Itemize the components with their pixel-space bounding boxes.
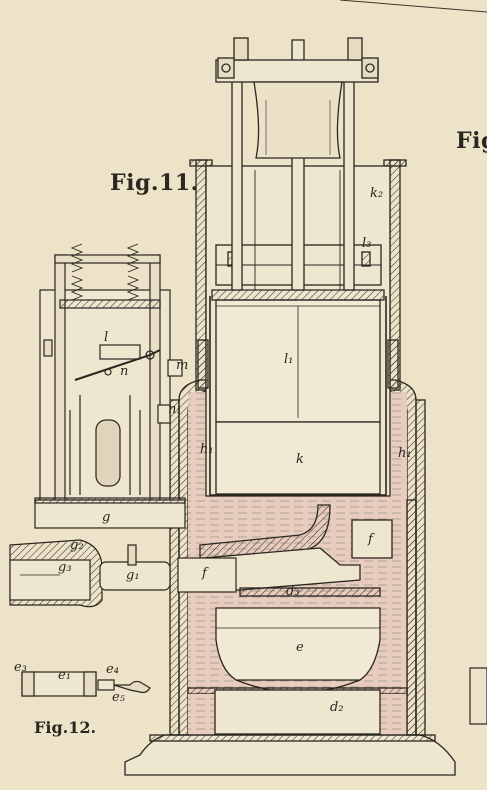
label-e1: e₁ [58, 668, 71, 683]
nut-right-top [347, 37, 363, 61]
partition-d3 [239, 587, 381, 597]
cylinder-top-rim-left [189, 159, 213, 167]
figure-11-caption: Fig.11. [110, 170, 199, 196]
fig12-handle [113, 680, 151, 694]
label-d3: d₃ [286, 584, 300, 599]
label-g3: g₃ [58, 560, 72, 575]
label-k2: k₂ [370, 186, 384, 201]
nut-left-top [233, 37, 249, 61]
label-h1-left: h₁ [200, 442, 214, 457]
crosshead [215, 59, 379, 83]
rod-left [231, 69, 243, 291]
piston-lower [215, 421, 381, 495]
figure-12-caption: Fig.12. [34, 718, 97, 737]
side-rod [43, 339, 53, 357]
label-d2: d₂ [330, 700, 344, 715]
label-m: m [176, 358, 189, 373]
label-e4: e₄ [106, 662, 119, 677]
label-g2: g₂ [70, 538, 84, 553]
right-partial-drawing [469, 667, 487, 725]
cylinder-top-rim-right [383, 159, 407, 167]
crosshead-yoke [253, 81, 343, 159]
fig12-valve [21, 671, 151, 697]
label-e5: e₅ [112, 690, 125, 705]
spring-right [126, 243, 140, 301]
label-f-right: f [368, 532, 373, 547]
valve-gear [9, 243, 237, 608]
spring-left [70, 243, 84, 301]
label-l: l [104, 330, 109, 345]
label-f-left: f [202, 566, 207, 581]
rod-right [343, 69, 355, 291]
casing-wall-right [415, 399, 426, 736]
label-n: n [120, 364, 129, 379]
port-box-right [351, 519, 393, 559]
valve-frame-left-post [54, 254, 66, 506]
flange-right [387, 339, 399, 389]
port-block-f-left [177, 557, 237, 593]
label-g: g [102, 510, 111, 525]
label-l1: l₁ [284, 352, 294, 367]
main-engine [124, 37, 456, 776]
lever-n [74, 349, 161, 381]
plate-edge-line [339, 0, 487, 13]
label-k: k [296, 452, 304, 467]
piston-skirt [211, 289, 385, 301]
flange-left [197, 339, 209, 389]
valve-window [95, 419, 121, 487]
label-e3: e₃ [14, 660, 27, 675]
label-e: e [296, 640, 304, 655]
valve-base-g [34, 499, 186, 529]
label-h1-right: h₁ [398, 446, 412, 461]
figure-right-caption: Fig [456, 128, 487, 154]
valve-frame-right-post [149, 254, 161, 506]
base-plate [149, 734, 436, 742]
label-l3: l₃ [362, 236, 372, 251]
label-g1: g₁ [126, 568, 140, 583]
label-n1: n₁ [168, 402, 182, 417]
